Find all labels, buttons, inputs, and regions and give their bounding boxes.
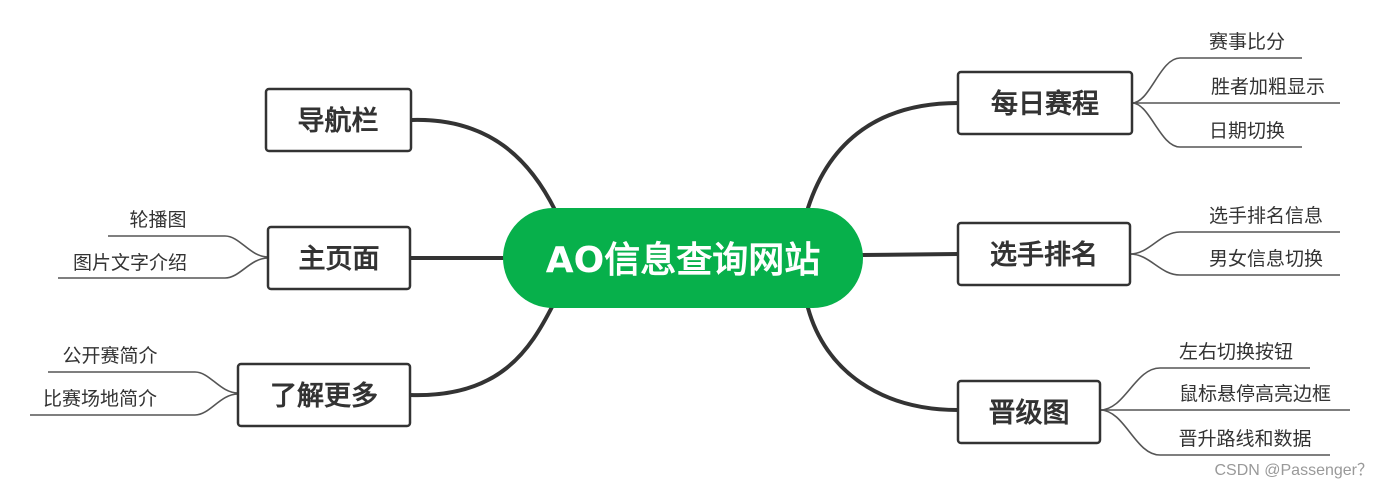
branch-box-nav	[264, 87, 413, 153]
leaf-label-ranking-1: 选手排名信息	[1209, 205, 1323, 227]
branch-label-more: 了解更多	[270, 381, 378, 412]
connector-schedule	[806, 101, 960, 210]
connector-ranking	[860, 252, 960, 257]
branch-box-ranking	[956, 221, 1132, 287]
leaf-connectors	[30, 57, 1350, 456]
branch-label-bracket: 晋级图	[989, 397, 1070, 429]
leaf-line-more-1	[48, 371, 239, 394]
center-node: AO信息查询网站	[503, 208, 863, 308]
branch-label-schedule: 每日赛程	[991, 88, 1099, 120]
leaf-label-bracket-2: 鼠标悬停高亮边框	[1179, 383, 1331, 405]
branch-box-home	[266, 225, 412, 291]
leaf-label-home-2: 图片文字介绍	[73, 252, 187, 274]
branch-label-home: 主页面	[299, 244, 380, 275]
leaf-line-ranking-1	[1129, 231, 1340, 255]
leaf-label-more-2: 比赛场地简介	[43, 388, 157, 410]
leaf-label-bracket-3: 晋升路线和数据	[1178, 428, 1311, 450]
leaf-line-home-1	[108, 235, 269, 258]
branch-box-schedule	[956, 70, 1134, 136]
connector-more	[408, 303, 555, 398]
watermark: CSDN @Passenger？	[1214, 462, 1373, 479]
leaf-label-more-1: 公开赛简介	[62, 345, 157, 367]
main-connectors	[408, 101, 960, 412]
leaf-line-home-2	[58, 257, 269, 279]
branch-label-ranking: 选手排名	[990, 239, 1098, 271]
leaf-label-home-1: 轮播图	[129, 209, 186, 231]
branch-box-bracket	[956, 379, 1102, 445]
leaf-line-schedule-1	[1131, 57, 1302, 104]
leaf-line-ranking-2	[1129, 253, 1340, 276]
center-node-shape	[503, 208, 863, 308]
leaf-label-ranking-2: 男女信息切换	[1209, 248, 1323, 270]
leaf-line-bracket-3	[1099, 409, 1330, 456]
leaf-label-schedule-2: 胜者加粗显示	[1211, 76, 1325, 98]
leaf-label-schedule-1: 赛事比分	[1209, 31, 1285, 53]
leaf-line-schedule-3	[1131, 102, 1302, 148]
leaf-label-schedule-3: 日期切换	[1209, 120, 1285, 142]
branch-label-nav: 导航栏	[298, 105, 379, 137]
leaf-line-bracket-1	[1099, 367, 1310, 411]
leaf-line-more-2	[30, 393, 239, 416]
center-node-label: AO信息查询网站	[546, 240, 820, 281]
connector-bracket	[806, 306, 960, 412]
branch-box-more	[236, 362, 412, 428]
leaf-label-bracket-1: 左右切换按钮	[1179, 341, 1293, 363]
branch-boxes	[236, 70, 1134, 445]
connector-nav	[410, 117, 557, 212]
